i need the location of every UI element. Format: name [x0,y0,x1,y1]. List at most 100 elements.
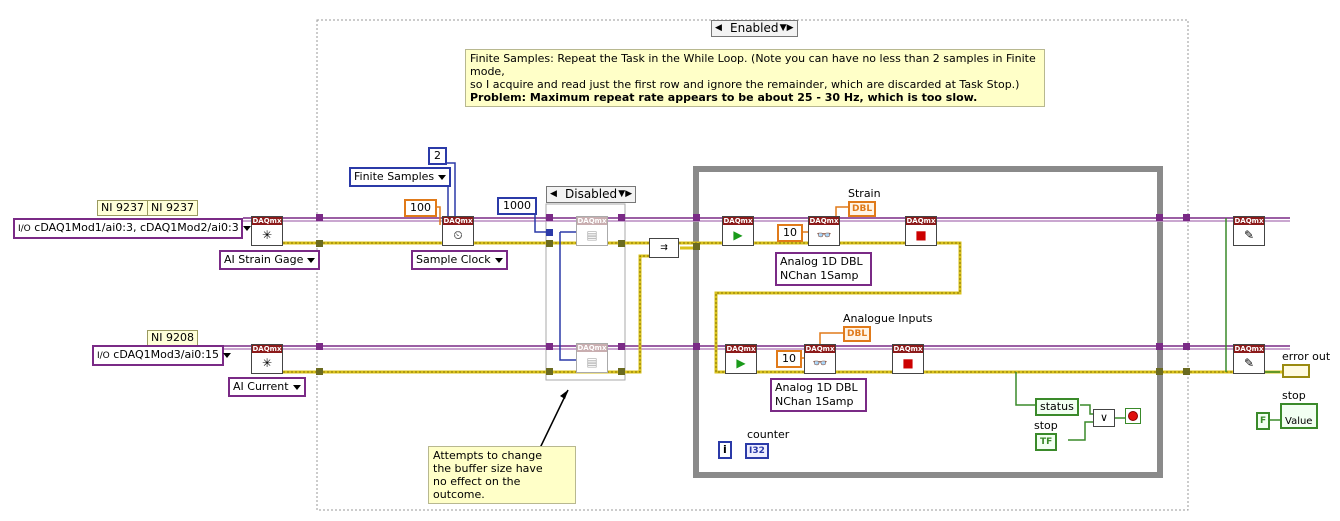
comment-finite-samples: Finite Samples: Repeat the Task in the W… [465,49,1045,107]
daqmx-buffer-config-bottom[interactable]: DAQmx ▤ [576,343,608,373]
finite-samples-selector[interactable]: Finite Samples [349,167,452,187]
create-channel-icon: ✳︎ [261,356,273,370]
sample-clock-label: Sample Clock [416,253,491,266]
next-case-icon[interactable]: ▼▶ [779,23,794,33]
analog-read-top-line-2: NChan 1Samp [780,269,859,282]
io-icon: I/O [18,224,31,234]
false-constant[interactable]: F [1256,412,1271,430]
constant-ten-top[interactable]: 10 [777,224,803,242]
ai-strain-gage-selector[interactable]: AI Strain Gage [219,250,321,270]
physical-channels-bottom[interactable]: I/O cDAQ1Mod3/ai0:15 [92,345,232,366]
vi-header: DAQmx [252,345,282,353]
daqmx-start-task-bottom[interactable]: DAQmx ▶ [725,344,757,374]
next-case-icon[interactable]: ▼▶ [618,189,633,199]
vi-header: DAQmx [809,217,839,225]
label-analogue-inputs: Analogue Inputs [843,312,933,325]
stop-value-indicator: Value [1280,403,1318,429]
create-channel-icon: ✳︎ [261,228,273,242]
read-glasses-icon: 👓 [812,356,828,370]
analog-read-bottom-line-2: NChan 1Samp [775,395,854,408]
error-out-indicator [1282,364,1310,378]
dropdown-icon [438,174,447,180]
ai-strain-gage-label: AI Strain Gage [224,253,304,266]
label-ni9237-b: NI 9237 [147,200,198,216]
label-strain: Strain [848,187,881,200]
dropdown-icon [307,257,316,263]
daqmx-create-channel-current[interactable]: DAQmx ✳︎ [251,344,283,374]
analog-read-bottom-selector[interactable]: Analog 1D DBL NChan 1Samp [770,378,867,412]
dropdown-icon [292,384,301,390]
eraser-icon: ✎ [1243,356,1255,370]
analog-read-top-line-1: Analog 1D DBL [780,255,863,268]
daqmx-create-channel-strain[interactable]: DAQmx ✳︎ [251,216,283,246]
vi-header: DAQmx [577,344,607,352]
vi-header: DAQmx [726,345,756,353]
status-unbundle[interactable]: status [1035,398,1079,416]
buffer-icon: ▤ [586,355,598,369]
vi-header: DAQmx [443,217,473,225]
channels-bottom-value: cDAQ1Mod3/ai0:15 [113,348,220,361]
constant-ten-bottom[interactable]: 10 [776,350,802,368]
disabled-case-selector[interactable]: ◀ Disabled ▼▶ [546,186,637,203]
enabled-case-selector[interactable]: ◀ Enabled ▼▶ [711,20,798,37]
vi-header: DAQmx [723,217,753,225]
channels-top-value: cDAQ1Mod1/ai0:3, cDAQ1Mod2/ai0:3 [34,221,239,234]
io-icon: I/O [97,351,110,361]
daqmx-stop-task-top[interactable]: DAQmx ■ [905,216,937,246]
counter-indicator: I32 [745,443,769,459]
enabled-case-label: Enabled [730,21,779,35]
timing-clock-icon: ⏲ [453,228,463,242]
label-stop-inner: stop [1034,419,1058,432]
dropdown-icon [223,352,232,358]
prev-case-icon[interactable]: ◀ [715,23,722,33]
label-error-out: error out [1282,350,1331,363]
or-function[interactable]: ∨ [1093,409,1115,427]
stop-button-terminal[interactable]: TF [1035,433,1058,451]
constant-hundred[interactable]: 100 [404,199,437,217]
daqmx-read-top[interactable]: DAQmx 👓 [808,216,840,246]
stop-icon: ■ [902,356,914,370]
iteration-terminal: i [718,441,732,459]
start-icon: ▶ [736,356,746,370]
label-ni9208: NI 9208 [147,330,198,346]
tunnels [316,214,1190,375]
note-line-2: the buffer size have [433,462,543,475]
label-stop-out: stop [1282,389,1306,402]
comment-buffer-size: Attempts to change the buffer size have … [428,446,576,504]
daqmx-clear-task-bottom[interactable]: DAQmx ✎ [1233,344,1265,374]
vi-header: DAQmx [893,345,923,353]
vi-header: DAQmx [252,217,282,225]
analog-read-bottom-line-1: Analog 1D DBL [775,381,858,394]
daqmx-clear-task-top[interactable]: DAQmx ✎ [1233,216,1265,246]
disabled-structure-frame [545,203,626,381]
sample-clock-selector[interactable]: Sample Clock [411,250,508,270]
daqmx-buffer-config-top[interactable]: DAQmx ▤ [576,216,608,246]
comment-line-2: so I acquire and read just the first row… [470,78,1020,91]
while-loop-frame [693,166,1163,478]
stop-icon: ■ [915,228,927,242]
prev-case-icon[interactable]: ◀ [550,189,557,199]
analogue-inputs-indicator: DBL [843,326,872,342]
vi-header: DAQmx [577,217,607,225]
stop-if-true-icon [1128,411,1138,421]
comment-line-1: Finite Samples: Repeat the Task in the W… [470,52,1036,78]
analog-read-top-selector[interactable]: Analog 1D DBL NChan 1Samp [775,252,872,286]
ai-current-selector[interactable]: AI Current [228,377,306,397]
pointer-arrow [539,389,569,449]
finite-samples-label: Finite Samples [354,170,435,183]
constant-thousand[interactable]: 1000 [497,197,537,215]
daqmx-stop-task-bottom[interactable]: DAQmx ■ [892,344,924,374]
vi-header: DAQmx [805,345,835,353]
constant-two[interactable]: 2 [428,147,447,165]
physical-channels-top[interactable]: I/O cDAQ1Mod1/ai0:3, cDAQ1Mod2/ai0:3 [13,218,251,239]
merge-errors[interactable]: ⇉ [649,238,679,258]
label-counter: counter [747,428,790,441]
disabled-case-label: Disabled [565,187,618,201]
daqmx-start-task-top[interactable]: DAQmx ▶ [722,216,754,246]
ai-current-label: AI Current [233,380,289,393]
vi-header: DAQmx [1234,217,1264,225]
daqmx-timing[interactable]: DAQmx ⏲ [442,216,474,246]
task-wires [224,217,1290,350]
daqmx-read-bottom[interactable]: DAQmx 👓 [804,344,836,374]
loop-condition[interactable] [1125,408,1141,424]
